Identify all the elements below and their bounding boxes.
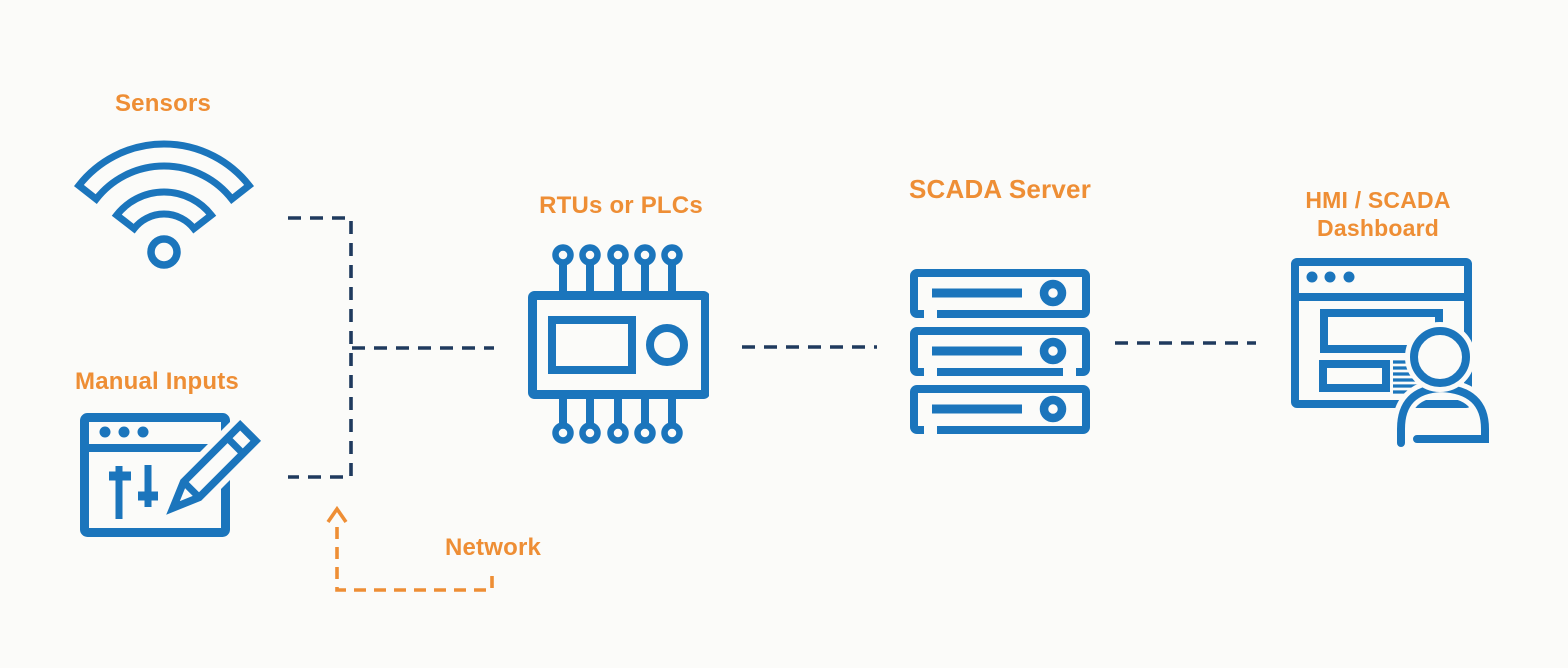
hmi-dashboard-label: HMI / SCADA Dashboard xyxy=(1305,187,1451,241)
pencil-icon xyxy=(163,415,266,518)
server-unit xyxy=(910,269,1090,319)
scada-server-label: SCADA Server xyxy=(908,174,1092,204)
manual-inputs-label: Manual Inputs xyxy=(75,368,239,395)
plc-chip-icon xyxy=(528,244,709,444)
network-arrowhead-icon xyxy=(326,505,348,524)
dashboard-user-icon xyxy=(1291,258,1493,448)
server-stack-icon xyxy=(910,269,1090,435)
server-unit xyxy=(910,385,1090,435)
sensors-label: Sensors xyxy=(114,90,212,117)
connector-inputs-bracket xyxy=(288,216,353,479)
network-label: Network xyxy=(444,534,542,561)
window-sliders-pencil-icon xyxy=(80,413,266,537)
network-callout-line xyxy=(335,527,494,592)
wifi-icon xyxy=(73,140,255,269)
rtus-plcs-label: RTUs or PLCs xyxy=(539,192,703,219)
chip-bottom-pins xyxy=(552,397,683,444)
chip-top-pins xyxy=(552,244,683,293)
user-icon xyxy=(1392,322,1493,448)
server-unit xyxy=(910,327,1090,377)
